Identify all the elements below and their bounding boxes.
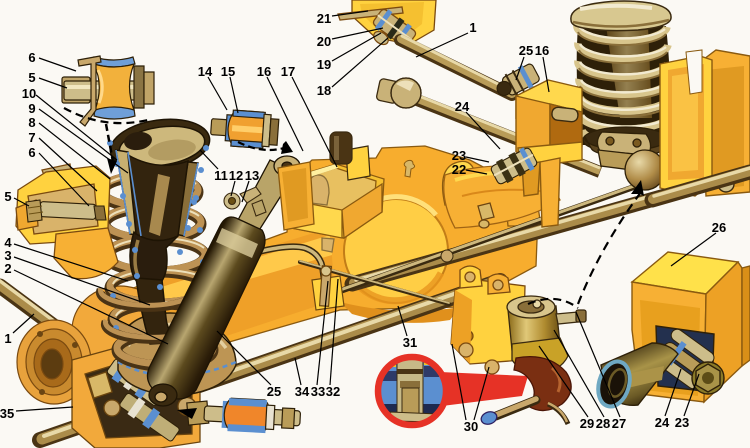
svg-text:6: 6 xyxy=(28,145,35,160)
svg-text:33: 33 xyxy=(311,384,325,399)
svg-text:32: 32 xyxy=(326,384,340,399)
svg-text:25: 25 xyxy=(267,384,281,399)
svg-text:17: 17 xyxy=(281,64,295,79)
svg-text:14: 14 xyxy=(198,64,213,79)
svg-text:15: 15 xyxy=(221,64,235,79)
svg-text:27: 27 xyxy=(612,416,626,431)
svg-text:31: 31 xyxy=(403,335,417,350)
svg-text:16: 16 xyxy=(535,43,549,58)
svg-text:22: 22 xyxy=(452,162,466,177)
svg-text:21: 21 xyxy=(317,11,331,26)
svg-text:1: 1 xyxy=(4,331,11,346)
svg-text:10: 10 xyxy=(22,86,36,101)
svg-text:5: 5 xyxy=(28,70,35,85)
svg-text:2: 2 xyxy=(4,261,11,276)
svg-text:29: 29 xyxy=(580,416,594,431)
svg-text:28: 28 xyxy=(596,416,610,431)
svg-text:5: 5 xyxy=(4,189,11,204)
svg-text:24: 24 xyxy=(655,415,670,430)
svg-text:23: 23 xyxy=(452,148,466,163)
svg-text:24: 24 xyxy=(455,99,470,114)
svg-text:12: 12 xyxy=(229,168,243,183)
svg-text:23: 23 xyxy=(675,415,689,430)
svg-text:9: 9 xyxy=(28,101,35,116)
svg-text:20: 20 xyxy=(317,34,331,49)
svg-text:4: 4 xyxy=(4,235,12,250)
svg-text:35: 35 xyxy=(0,406,14,421)
svg-text:8: 8 xyxy=(28,115,35,130)
svg-text:30: 30 xyxy=(464,419,478,434)
svg-text:7: 7 xyxy=(28,130,35,145)
svg-text:13: 13 xyxy=(245,168,259,183)
svg-text:6: 6 xyxy=(28,50,35,65)
svg-text:11: 11 xyxy=(214,168,228,183)
svg-text:26: 26 xyxy=(712,220,726,235)
svg-text:34: 34 xyxy=(295,384,310,399)
svg-text:19: 19 xyxy=(317,57,331,72)
svg-text:25: 25 xyxy=(519,43,533,58)
svg-text:3: 3 xyxy=(4,248,11,263)
svg-text:18: 18 xyxy=(317,83,331,98)
svg-text:1: 1 xyxy=(469,20,476,35)
svg-text:16: 16 xyxy=(257,64,271,79)
